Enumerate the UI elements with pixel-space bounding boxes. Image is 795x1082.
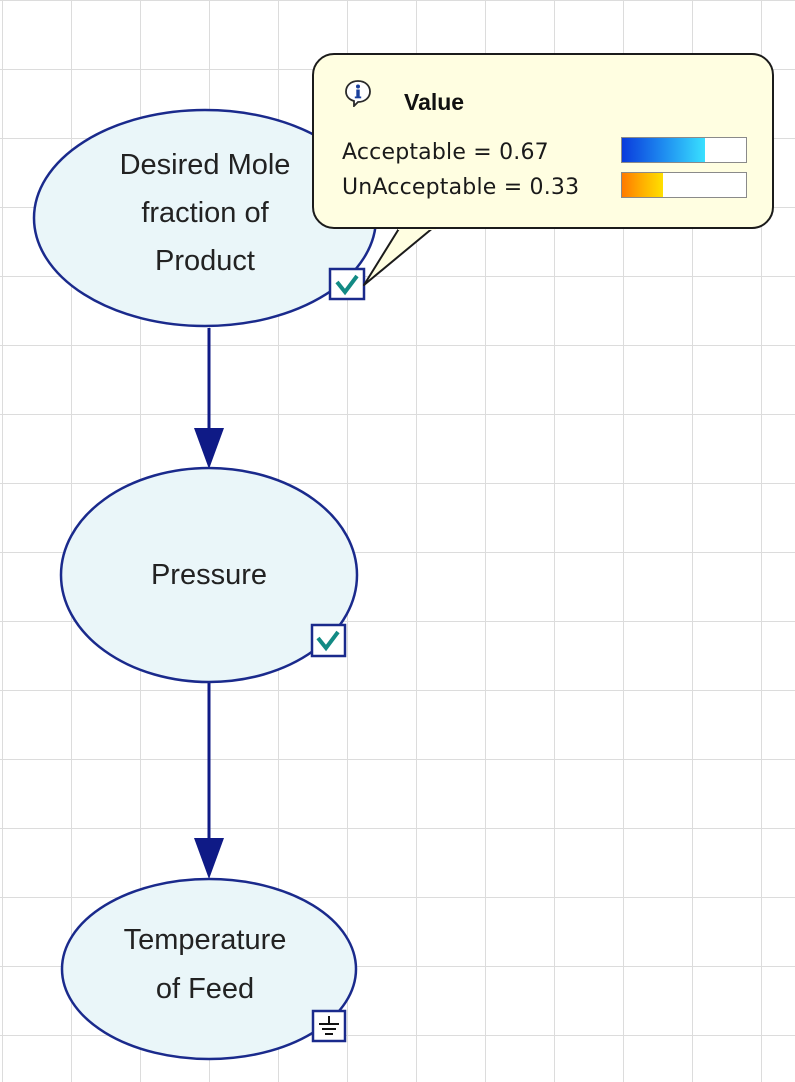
node-label-line: of Feed bbox=[156, 973, 254, 1005]
tooltip-row-acceptable: Acceptable = 0.67 bbox=[342, 140, 549, 165]
ground-icon[interactable] bbox=[311, 1009, 347, 1043]
arrowhead-icon bbox=[194, 838, 224, 879]
info-icon bbox=[345, 80, 371, 107]
edge-desired-to-pressure[interactable] bbox=[194, 328, 224, 469]
unacceptable-probability-bar bbox=[621, 172, 747, 198]
node-label-line: Product bbox=[155, 245, 255, 277]
node-temperature-of-feed[interactable]: Temperature of Feed bbox=[60, 877, 358, 1061]
unacceptable-bar-fill bbox=[622, 173, 663, 197]
node-desired-mole-fraction[interactable]: Desired Mole fraction of Product bbox=[32, 108, 378, 328]
edge-pressure-to-temperature[interactable] bbox=[194, 682, 224, 879]
acceptable-probability-bar bbox=[621, 137, 747, 163]
acceptable-bar-fill bbox=[622, 138, 706, 162]
node-label: Pressure bbox=[151, 559, 267, 591]
value-tooltip: Value Acceptable = 0.67 UnAcceptable = 0… bbox=[312, 53, 774, 286]
tooltip-pointer bbox=[363, 226, 436, 286]
tooltip-title: Value bbox=[404, 89, 465, 115]
node-label-line: fraction of bbox=[141, 197, 269, 229]
node-label-line: Temperature bbox=[124, 924, 287, 956]
check-icon[interactable] bbox=[310, 623, 347, 658]
arrowhead-icon bbox=[194, 428, 224, 469]
tooltip-row-unacceptable: UnAcceptable = 0.33 bbox=[342, 175, 580, 200]
node-label-line: Desired Mole bbox=[120, 149, 291, 181]
node-pressure[interactable]: Pressure bbox=[59, 466, 359, 684]
check-icon[interactable] bbox=[328, 267, 366, 301]
